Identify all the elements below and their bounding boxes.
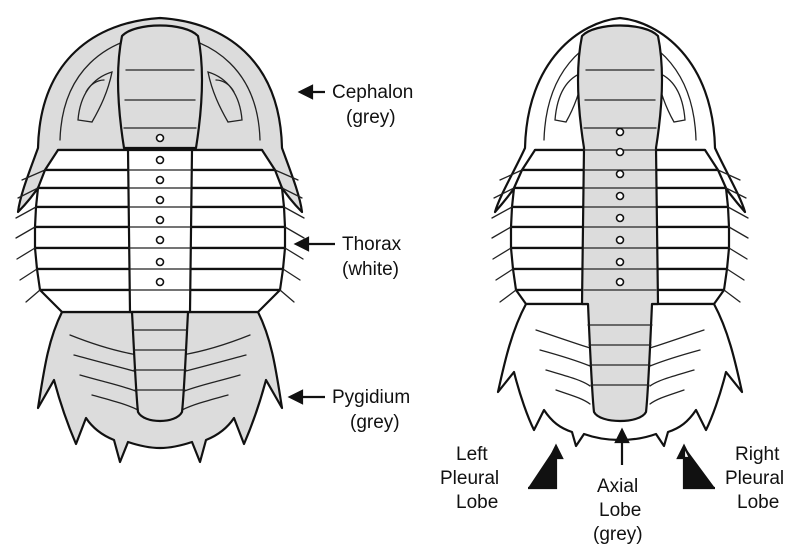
cephalon-arrow-icon [300,86,325,98]
label-right-pleural-line1: Right [735,444,780,465]
label-left-pleural-line2: Pleural [440,468,499,489]
label-cephalon-line2: (grey) [346,107,396,128]
label-thorax-line2: (white) [342,259,399,280]
label-right-pleural-line2: Pleural [725,468,784,489]
thorax-callout: Thorax (white) [296,234,402,280]
label-left-pleural-line3: Lobe [456,492,498,513]
axial-lobe-shape [578,26,662,422]
pygidium-callout: Pygidium (grey) [290,387,410,433]
pygidium-arrow-icon [290,391,325,403]
label-thorax-line1: Thorax [342,234,402,255]
left-pleural-arrow-icon [528,446,562,488]
trilobite-left-figure [16,18,304,462]
label-axial-line2: Lobe [599,500,641,521]
label-left-pleural-line1: Left [456,444,488,465]
label-axial-line3: (grey) [593,524,643,545]
label-axial-line1: Axial [597,476,638,497]
label-pygidium-line1: Pygidium [332,387,410,408]
right-pleural-lobe-callout: Right Pleural Lobe [678,444,784,513]
label-pygidium-line2: (grey) [350,412,400,433]
axial-lobe-callout: Axial Lobe (grey) [593,430,643,545]
trilobite-right-figure [492,18,748,446]
cephalon-callout: Cephalon (grey) [300,82,413,128]
label-right-pleural-line3: Lobe [737,492,779,513]
right-pleural-arrow-icon [678,446,715,488]
left-pleural-lobe-callout: Left Pleural Lobe [440,444,562,513]
label-cephalon-line1: Cephalon [332,82,413,103]
thorax-arrow-icon [296,238,335,250]
